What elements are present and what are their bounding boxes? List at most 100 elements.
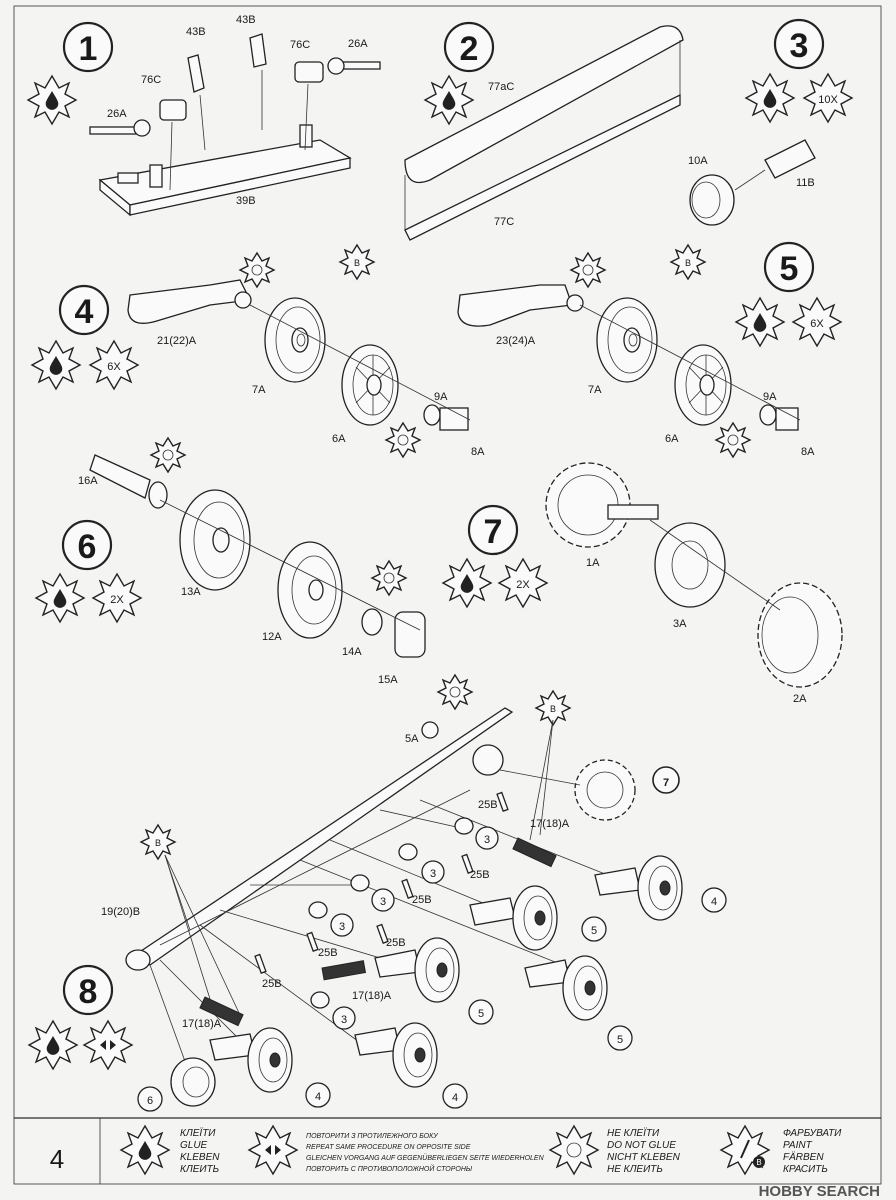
part-2A [757,582,843,688]
svg-text:26A: 26A [348,38,368,50]
svg-text:17(18)A: 17(18)A [530,818,570,830]
step-6: 6 2X 16A 13A 12A 14A 15A [35,437,426,686]
svg-text:25B: 25B [412,894,432,906]
svg-text:GLUE: GLUE [180,1140,208,1151]
repeat-count-badge: 6X [89,340,139,390]
part-1A [545,462,659,548]
svg-text:5: 5 [591,925,597,937]
svg-text:12A: 12A [262,631,282,643]
roadwheel-assembly: 5 [524,955,633,1051]
svg-text:2A: 2A [793,693,807,705]
svg-text:77aC: 77aC [488,81,514,93]
paint-icon: B [670,244,706,280]
svg-text:10X: 10X [818,94,838,106]
svg-text:ФАРБУВАТИ: ФАРБУВАТИ [783,1128,842,1139]
svg-text:8: 8 [79,973,98,1011]
legend-no-glue-icon [549,1125,599,1175]
svg-text:39B: 39B [236,195,256,207]
part-21-22A [127,279,251,324]
part-8A [775,407,799,431]
svg-text:25B: 25B [386,937,406,949]
roadwheel-assembly: 5 [469,885,607,951]
svg-text:КЛЕИТЬ: КЛЕИТЬ [180,1164,219,1175]
svg-text:6: 6 [78,528,97,566]
roadwheel-assembly: 5 [374,937,494,1025]
svg-text:6X: 6X [810,318,824,330]
svg-text:НЕ КЛЕИТЬ: НЕ КЛЕИТЬ [607,1164,663,1175]
svg-text:2X: 2X [516,579,530,591]
no-glue-icon [385,422,421,458]
step-4: 4 6X B 21(22)A 7A 6A 9A 8A [31,244,485,458]
svg-text:9A: 9A [763,391,777,403]
page-number: 4 [50,1144,64,1174]
svg-text:4: 4 [452,1092,458,1104]
svg-text:B: B [155,838,161,848]
paint-icon: B [535,690,571,726]
svg-text:14A: 14A [342,646,362,658]
svg-text:ПОВТОРИТЬ С ПРОТИВОПОЛОЖНОЙ СТ: ПОВТОРИТЬ С ПРОТИВОПОЛОЖНОЙ СТОРОНЫ [306,1164,473,1173]
svg-text:B: B [354,258,360,268]
svg-text:23(24)A: 23(24)A [496,335,536,347]
svg-text:6A: 6A [332,433,346,445]
step-1: 1 43B 43B 76C 26A 76C 26A 39B [27,14,381,217]
svg-text:3A: 3A [673,618,687,630]
no-glue-icon [570,252,606,288]
part-76C [294,61,324,83]
step-number: 1 [79,30,98,68]
svg-text:B: B [550,704,556,714]
legend-paint-icon: B [720,1125,770,1175]
svg-text:3: 3 [380,896,386,908]
svg-text:6: 6 [147,1095,153,1107]
svg-text:9A: 9A [434,391,448,403]
svg-text:4: 4 [75,293,94,331]
svg-text:KLEBEN: KLEBEN [180,1152,220,1163]
svg-text:25B: 25B [478,799,498,811]
legend-glue-icon [120,1125,170,1175]
svg-text:3: 3 [484,834,490,846]
part-77aC [404,25,684,184]
part-13A [179,489,251,591]
svg-text:19(20)B: 19(20)B [101,906,140,918]
svg-text:6A: 6A [665,433,679,445]
part-15A [394,611,426,658]
svg-text:КРАСИТЬ: КРАСИТЬ [783,1164,828,1175]
svg-text:7A: 7A [252,384,266,396]
svg-text:25B: 25B [262,978,282,990]
part-12A [277,541,343,639]
sprocket-assembly [574,759,636,821]
part-23-24A [457,284,573,327]
glue-icon [424,75,474,125]
svg-text:REPEAT SAME PROCEDURE ON OPPOS: REPEAT SAME PROCEDURE ON OPPOSITE SIDE [306,1144,471,1151]
svg-text:КЛЕЇТИ: КЛЕЇТИ [180,1127,216,1139]
no-glue-icon [437,674,473,710]
glue-icon [27,75,77,125]
svg-text:43B: 43B [186,26,206,38]
svg-text:5: 5 [617,1034,623,1046]
svg-text:5: 5 [478,1008,484,1020]
part-76C [159,99,187,121]
glue-icon [31,340,81,390]
step-2: 2 77aC 77C [404,21,684,241]
roadwheel-assembly: 4 [209,1027,331,1108]
svg-text:8A: 8A [471,446,485,458]
svg-text:ПОВТОРИТИ З ПРОТИЛЕЖНОГО БОКУ: ПОВТОРИТИ З ПРОТИЛЕЖНОГО БОКУ [306,1133,439,1140]
glue-icon [28,1020,78,1070]
part-10A [689,174,735,226]
step-8: 8 7 5A B B [28,674,727,1112]
part-43B [187,54,205,93]
repeat-opposite-icon [83,1020,133,1070]
part-6A [674,344,732,426]
svg-text:5A: 5A [405,733,419,745]
svg-text:17(18)A: 17(18)A [352,990,392,1002]
part-3A [654,522,726,608]
svg-text:8A: 8A [801,446,815,458]
part-16A [89,454,151,499]
svg-text:DO NOT GLUE: DO NOT GLUE [607,1140,676,1151]
svg-text:3: 3 [790,27,809,65]
glue-icon [35,573,85,623]
watermark: HOBBY SEARCH [759,1183,880,1200]
svg-text:25B: 25B [318,947,338,959]
step-ref-3: 3 3 3 3 3 [330,826,499,1030]
glue-icon [735,297,785,347]
